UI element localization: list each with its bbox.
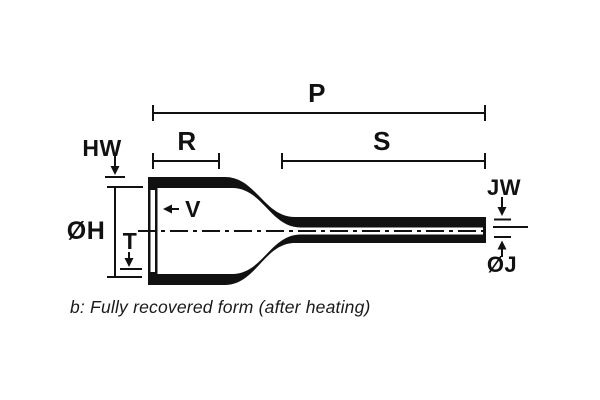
dim-label-jw: JW	[487, 175, 521, 200]
v-left-arrowhead-icon	[163, 204, 172, 214]
dim-label-t: T	[122, 228, 138, 254]
dim-label-hw: HW	[82, 135, 122, 161]
dim-label-oj: ØJ	[486, 252, 518, 277]
hw-down-arrowhead-icon	[110, 166, 120, 175]
t-down-arrowhead-icon	[124, 258, 134, 267]
part-inner-bore	[157, 188, 483, 274]
dim-label-s: S	[373, 126, 391, 156]
oj-up-arrowhead-icon	[497, 240, 507, 250]
figure-caption: b: Fully recovered form (after heating)	[70, 297, 371, 317]
jw-down-arrowhead-icon	[497, 207, 507, 216]
dim-label-p: P	[308, 78, 326, 108]
dim-label-v: V	[185, 196, 201, 222]
dim-label-r: R	[177, 126, 197, 156]
dim-label-oh: ØH	[66, 217, 106, 245]
